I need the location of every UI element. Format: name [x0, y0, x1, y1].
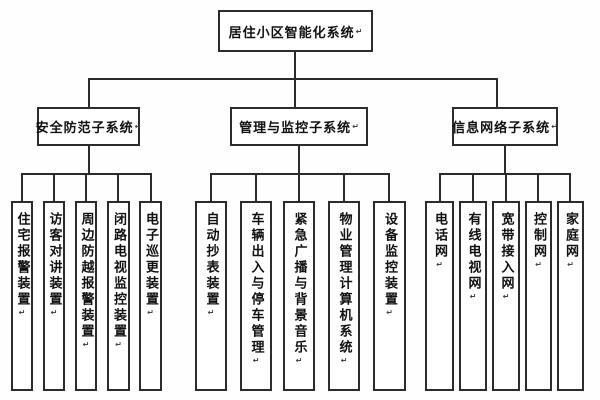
- paragraph-mark-icon: ↵: [114, 340, 123, 349]
- connector-drop-leaf: [21, 173, 23, 201]
- connector-drop-leaf: [210, 173, 212, 201]
- leaf-node-control-network: 控制网↵: [525, 201, 552, 391]
- leaf-node-broadcast-music: 紧急广播与背景音乐↵: [283, 201, 315, 391]
- connector-drop-leaf: [472, 173, 474, 201]
- paragraph-mark-icon: ↵: [468, 292, 478, 301]
- paragraph-mark-icon: ↵: [435, 260, 444, 269]
- cluster-node-security: 安全防范子系统↵: [35, 107, 142, 146]
- connector-root-vertical: [294, 52, 296, 78]
- paragraph-mark-icon: ↵: [294, 356, 304, 365]
- paragraph-mark-icon: ↵: [17, 308, 27, 317]
- connector-drop-leaf: [298, 173, 300, 201]
- connector-level2-rail: [88, 78, 498, 80]
- leaf-node-parking-management: 车辆出入与停车管理↵: [240, 201, 272, 391]
- leaf-label: 物业管理计算机系统: [336, 212, 352, 356]
- leaf-node-meter-reading: 自动抄表装置↵: [195, 201, 227, 391]
- leaf-node-perimeter-alarm: 周边防越报警装置↵: [75, 201, 97, 391]
- leaf-node-property-computer: 物业管理计算机系统↵: [328, 201, 360, 391]
- leaf-label: 电子巡更装置: [143, 212, 158, 308]
- connector-drop-leaf: [255, 173, 257, 201]
- connector-security-vertical: [88, 146, 90, 173]
- paragraph-mark-icon: ↵: [501, 292, 511, 301]
- connector-drop-leaf: [343, 173, 345, 201]
- cluster-node-label: 管理与监控子系统: [239, 121, 352, 136]
- connector-management-vertical: [298, 146, 300, 173]
- cluster-node-information: 信息网络子系统↵: [452, 107, 558, 146]
- connector-drop-leaf: [150, 173, 152, 201]
- connector-drop-leaf: [388, 173, 390, 201]
- paragraph-mark-icon: ↵: [385, 308, 394, 317]
- leaf-label: 家庭网: [563, 212, 578, 260]
- leaf-node-home-alarm: 住宅报警装置↵: [11, 201, 33, 391]
- leaf-label: 车辆出入与停车管理: [248, 212, 264, 356]
- leaf-label: 宽带接入网: [498, 212, 514, 292]
- paragraph-mark-icon: ↵: [146, 308, 155, 317]
- leaf-label: 闭路电视监控装置: [111, 212, 126, 340]
- leaf-node-broadband-network: 宽带接入网↵: [492, 201, 520, 391]
- paragraph-mark-icon: ↵: [566, 260, 575, 269]
- connector-drop-leaf: [537, 173, 539, 201]
- paragraph-mark-icon: ↵: [134, 122, 142, 131]
- leaf-label: 周边防越报警装置: [78, 212, 94, 340]
- cluster-node-label: 信息网络子系统: [452, 121, 551, 136]
- paragraph-mark-icon: ↵: [339, 356, 349, 365]
- leaf-node-electronic-patrol: 电子巡更装置↵: [139, 201, 162, 391]
- leaf-node-equipment-monitor: 设备监控装置↵: [373, 201, 406, 391]
- leaf-label: 自动抄表装置: [203, 212, 219, 308]
- paragraph-mark-icon: ↵: [206, 308, 216, 317]
- leaf-node-cctv-monitor: 闭路电视监控装置↵: [107, 201, 130, 391]
- leaf-label: 设备监控装置: [382, 212, 397, 308]
- paragraph-mark-icon: ↵: [355, 26, 363, 36]
- connector-drop-management: [294, 78, 296, 107]
- leaf-node-home-network: 家庭网↵: [557, 201, 584, 391]
- connector-drop-leaf: [505, 173, 507, 201]
- leaf-node-cable-tv-network: 有线电视网↵: [459, 201, 487, 391]
- paragraph-mark-icon: ↵: [551, 122, 558, 131]
- connector-management-rail: [210, 173, 390, 175]
- paragraph-mark-icon: ↵: [49, 308, 59, 317]
- leaf-label: 访客对讲装置: [46, 212, 62, 308]
- leaf-node-telephone-network: 电话网↵: [425, 201, 454, 391]
- connector-drop-leaf: [569, 173, 571, 201]
- cluster-node-management: 管理与监控子系统↵: [230, 107, 368, 146]
- leaf-node-visitor-intercom: 访客对讲装置↵: [43, 201, 65, 391]
- leaf-label: 有线电视网: [465, 212, 481, 292]
- leaf-label: 控制网: [531, 212, 546, 260]
- paragraph-mark-icon: ↵: [81, 340, 91, 349]
- paragraph-mark-icon: ↵: [534, 260, 543, 269]
- connector-drop-information: [496, 78, 498, 107]
- root-node: 居住小区智能化系统↵: [218, 10, 373, 52]
- paragraph-mark-icon: ↵: [251, 356, 261, 365]
- connector-drop-leaf: [439, 173, 441, 201]
- connector-drop-security: [88, 78, 90, 107]
- leaf-label: 住宅报警装置: [14, 212, 30, 308]
- connector-information-vertical: [504, 146, 506, 173]
- connector-drop-leaf: [53, 173, 55, 201]
- root-node-label: 居住小区智能化系统: [228, 25, 355, 41]
- cluster-node-label: 安全防范子系统: [35, 121, 134, 136]
- leaf-label: 紧急广播与背景音乐: [291, 212, 307, 356]
- connector-drop-leaf: [85, 173, 87, 201]
- paragraph-mark-icon: ↵: [352, 122, 359, 131]
- leaf-label: 电话网: [432, 212, 447, 260]
- connector-drop-leaf: [117, 173, 119, 201]
